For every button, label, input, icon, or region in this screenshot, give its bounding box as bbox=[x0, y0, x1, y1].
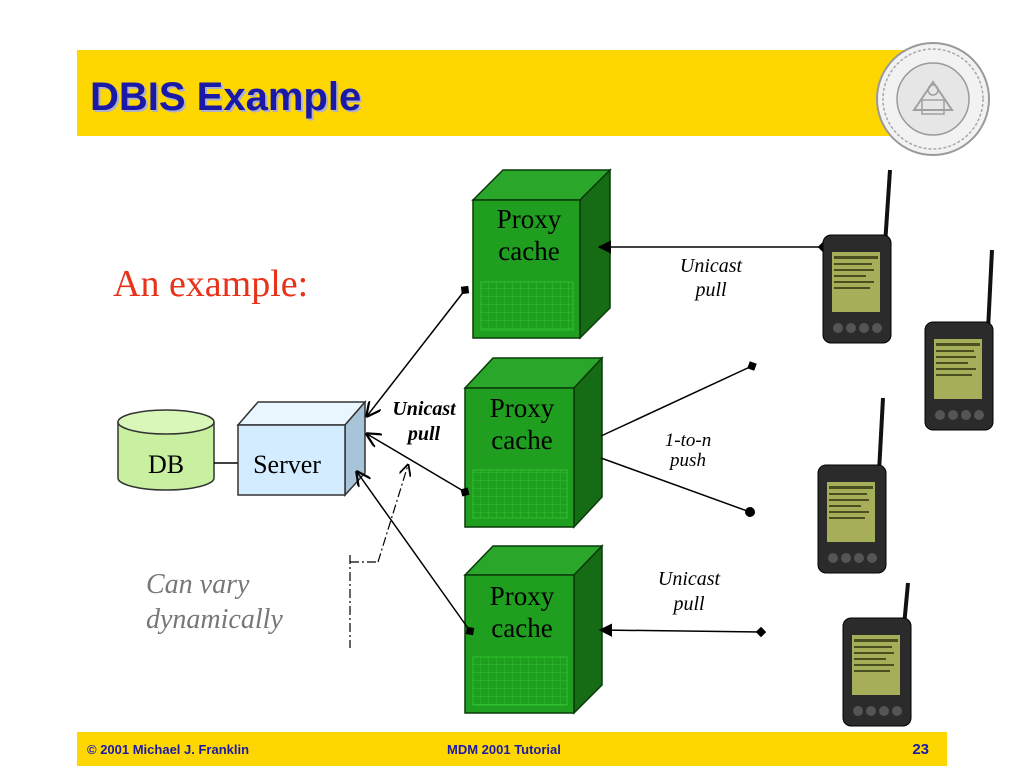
dynamic-change-path bbox=[349, 465, 408, 648]
footer-event: MDM 2001 Tutorial bbox=[447, 742, 561, 757]
proxy-middle-label-1: Proxy bbox=[490, 393, 555, 423]
edge-label-unicast-top-1: Unicast bbox=[680, 255, 743, 277]
intro-text: An example: bbox=[113, 263, 309, 305]
dynamic-note-line-1: Can vary bbox=[146, 569, 250, 600]
link-top-proxy-server bbox=[367, 290, 465, 416]
edge-label-unicast-server-2: pull bbox=[406, 423, 441, 445]
edge-label-unicast-bottom-2: pull bbox=[671, 593, 705, 615]
proxy-middle-label-2: cache bbox=[491, 425, 552, 455]
slide-title: DBIS Example bbox=[90, 75, 362, 119]
link-push-lower bbox=[600, 457, 755, 517]
title-bar bbox=[77, 50, 947, 136]
proxy-bottom-label-1: Proxy bbox=[490, 581, 555, 611]
pda-device-icon bbox=[924, 249, 994, 431]
dynamic-note-line-2: dynamically bbox=[146, 604, 283, 635]
footer-page-number: 23 bbox=[912, 741, 929, 758]
university-seal-icon bbox=[876, 42, 990, 156]
db-cylinder bbox=[117, 409, 215, 491]
edge-label-push-2: push bbox=[668, 450, 706, 471]
link-push-upper bbox=[600, 361, 757, 437]
pda-device-icon bbox=[817, 397, 887, 574]
edge-label-unicast-bottom-1: Unicast bbox=[658, 568, 721, 590]
push-endpoint-dot bbox=[745, 507, 755, 517]
footer-bar: © 2001 Michael J. Franklin MDM 2001 Tuto… bbox=[77, 732, 947, 766]
proxy-cache-top bbox=[471, 168, 612, 340]
edge-label-push-1: 1-to-n bbox=[665, 430, 711, 451]
pda-device-icon bbox=[842, 582, 912, 727]
proxy-top-label-2: cache bbox=[498, 236, 559, 266]
footer-copyright: © 2001 Michael J. Franklin bbox=[87, 742, 250, 757]
db-label: DB bbox=[148, 450, 184, 479]
server-label: Server bbox=[253, 450, 321, 479]
pda-device-icon bbox=[822, 169, 892, 344]
edge-label-unicast-top-2: pull bbox=[693, 279, 727, 301]
edge-label-unicast-server-1: Unicast bbox=[392, 398, 457, 420]
dynamic-note: Can vary dynamically bbox=[146, 567, 283, 637]
proxy-bottom-label-2: cache bbox=[491, 613, 552, 643]
server-box bbox=[236, 399, 367, 497]
proxy-top-label-1: Proxy bbox=[497, 204, 562, 234]
proxy-cache-bottom bbox=[463, 544, 604, 715]
link-bottom-proxy-device bbox=[598, 623, 767, 638]
link-bottom-proxy-server bbox=[357, 472, 470, 631]
